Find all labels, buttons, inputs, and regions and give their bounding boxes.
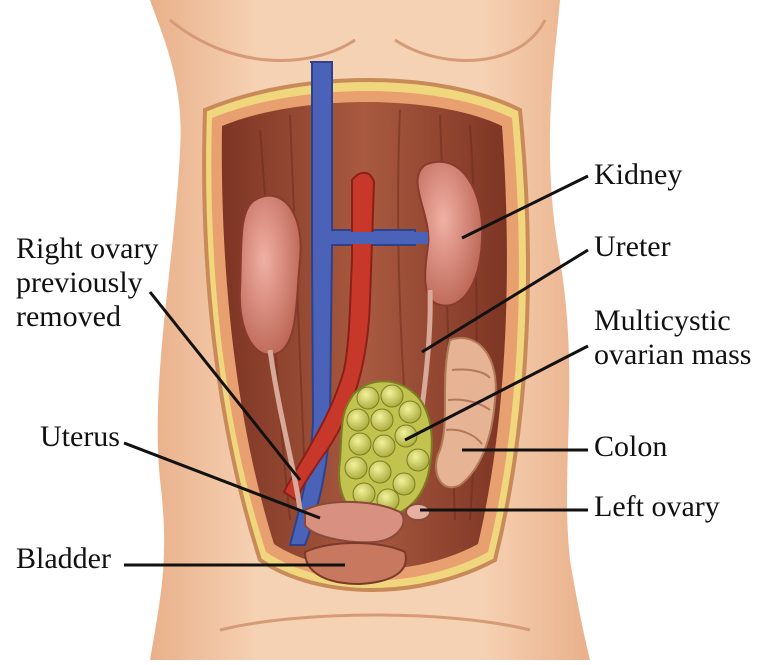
label-kidney: Kidney (594, 158, 682, 192)
label-right-ovary: Right ovary previously removed (16, 232, 159, 334)
label-multicystic-ovarian-mass: Multicystic ovarian mass (594, 304, 751, 372)
label-bladder: Bladder (16, 542, 111, 576)
label-uterus: Uterus (40, 420, 120, 454)
label-ureter: Ureter (594, 230, 671, 264)
label-left-ovary: Left ovary (594, 490, 720, 524)
left-ovary (406, 504, 430, 520)
label-colon: Colon (594, 430, 667, 464)
right-kidney (240, 196, 301, 355)
ovarian-mass (339, 381, 432, 518)
renal-vein (332, 232, 428, 244)
